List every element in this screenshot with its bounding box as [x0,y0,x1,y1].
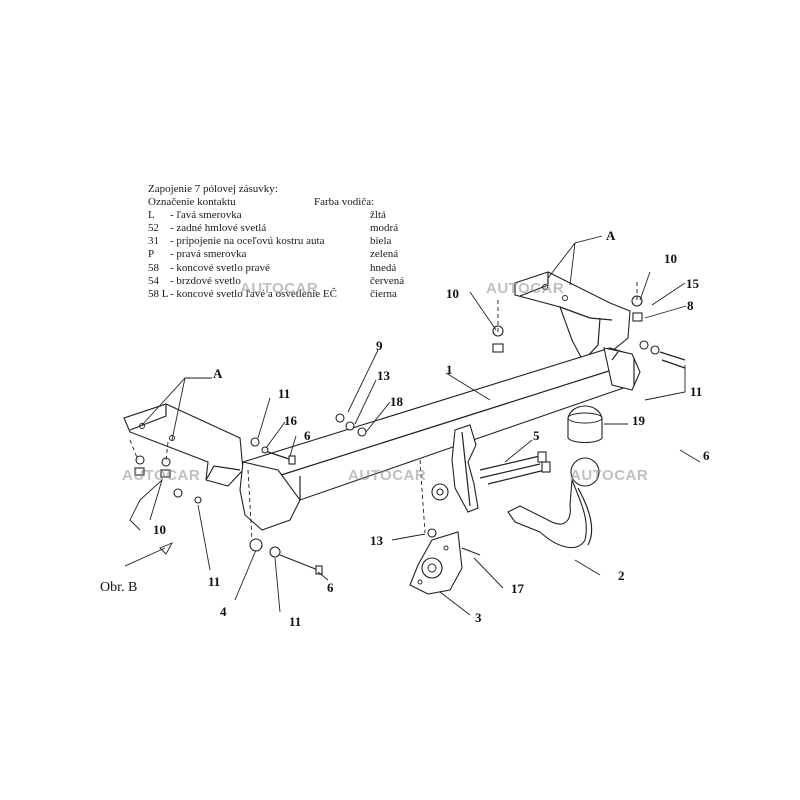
legend-row: 52 - zadné hmlové svetlá modrá [148,222,428,235]
callout-label: 6 [327,580,334,595]
figure-label: Obr. B [100,580,138,595]
legend-code: L [148,209,155,222]
callout-label: 10 [153,522,166,537]
legend-code: 58 L [148,287,169,300]
legend-header-contact: Označenie kontaktu [148,196,236,209]
callout-label: 18 [390,394,403,409]
assembly-guide-lines [129,282,638,541]
callout-label: 13 [370,533,383,548]
callout-label: 10 [664,251,677,266]
legend-desc: - koncové svetlo pravé [170,261,270,274]
legend-desc: - koncové svetlo ľavé a osvetlenie EČ [170,287,337,300]
legend-row: 58 L - koncové svetlo ľavé a osvetlenie … [148,288,428,301]
legend-wire-color: zelená [370,248,399,261]
legend-row: L - ľavá smerovka žltá [148,209,428,222]
legend-row: 31 - pripojenie na oceľovú kostru auta b… [148,235,428,248]
callout-label: A [213,366,223,381]
legend-wire-color: žltá [370,209,386,222]
callout-label: 10 [446,286,459,301]
legend-row: 58 - koncové svetlo pravé hnedá [148,262,428,275]
legend-wire-color: biela [370,235,392,248]
callout-label: A [606,228,616,243]
bolts-5 [479,451,551,485]
callout-label: 15 [686,276,699,291]
callout-label: 3 [475,610,482,625]
legend-wire-color: červená [370,274,405,287]
legend-desc: - brzdové svetlo [170,274,241,287]
callout-label: 11 [289,614,302,629]
callout-label: 1 [446,362,453,377]
legend-desc: - zadné hmlové svetlá [170,222,267,235]
legend-row: P - pravá smerovka zelená [148,248,428,261]
callout-label: 8 [687,298,694,313]
legend-wire-color: modrá [370,222,399,235]
legend-code: 58 [148,261,159,274]
callout-label: 17 [511,581,524,596]
legend-wire-color: hnedá [370,261,397,274]
callout-label: 6 [703,448,710,463]
legend-title-row: Zapojenie 7 pólovej zásuvky: [148,183,428,196]
callout-label: 2 [618,568,625,583]
legend-title: Zapojenie 7 pólovej zásuvky: [148,183,278,195]
legend-row: 54 - brzdové svetlo červená [148,275,428,288]
legend-code: 52 [148,222,159,235]
callout-label: 4 [220,604,227,619]
legend-desc: - ľavá smerovka [170,209,242,222]
leader-lines [124,235,701,616]
watermark: AUTOCAR [122,467,201,484]
legend-desc: - pravá smerovka [170,248,247,261]
callout-label: 6 [304,428,311,443]
watermark: AUTOCAR [570,467,649,484]
callout-label: 16 [284,413,297,428]
socket-plate [409,531,463,595]
legend-code: 54 [148,274,159,287]
callout-label: 19 [632,413,645,428]
legend-header-row: Označenie kontaktu Farba vodiča: [148,196,428,209]
callout-label: 13 [377,368,390,383]
callout-label: 5 [533,428,540,443]
legend-header-color: Farba vodiča: [314,196,375,209]
watermark: AUTOCAR [348,467,427,484]
tow-ball-hitch [507,457,600,549]
legend-wire-color: čierna [370,287,397,300]
callout-label: 11 [690,384,703,399]
fasteners [134,295,686,575]
callout-label: 9 [376,338,383,353]
wiring-legend: Zapojenie 7 pólovej zásuvky: Označenie k… [148,183,428,301]
main-crossbar [239,347,641,531]
left-mounting-bracket [123,403,244,487]
watermark: AUTOCAR [240,280,319,297]
legend-desc: - pripojenie na oceľovú kostru auta [170,235,325,248]
ball-cover [567,405,603,444]
callout-label: 11 [278,386,291,401]
center-bracket [431,424,479,513]
legend-code: P [148,248,155,261]
legend-code: 31 [148,235,159,248]
callout-label: 11 [208,574,221,589]
watermark: AUTOCAR [486,280,565,297]
